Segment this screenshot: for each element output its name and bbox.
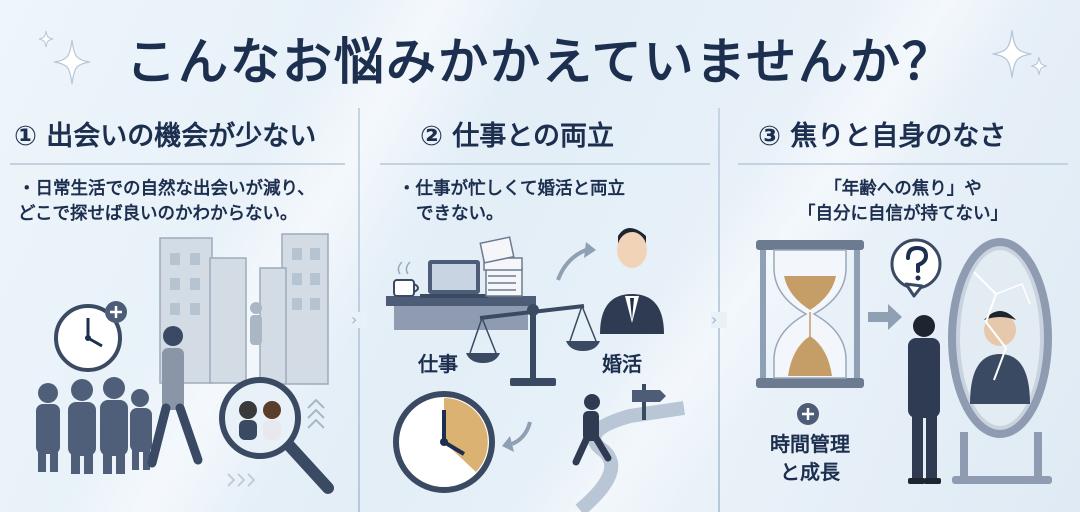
anxiety-illustration (756, 238, 1052, 484)
clock-icon (393, 391, 495, 493)
signpost-icon (632, 384, 666, 420)
arrow-icon (868, 304, 902, 330)
chevron-right-icon (227, 473, 256, 487)
section-description: ・仕事が忙しくて婚活と両立 できない。 (398, 179, 625, 224)
section-description: ・日常生活での自然な出会いが減り、 どこで探せば良いのかわからない。 (18, 179, 315, 224)
chevron-right-icon: › (711, 312, 727, 328)
plus-icon (797, 403, 819, 425)
walking-person-icon (572, 394, 612, 466)
sparkle-icon (1031, 57, 1047, 75)
dejected-person-icon (908, 315, 941, 484)
time-management-label: 時間管理 と成長 (770, 432, 850, 484)
coffee-icon (393, 261, 419, 297)
sparkle-icon (38, 30, 54, 48)
laptop-icon (420, 260, 488, 298)
section-anxiety: ③ 焦りと自身のなさ 「年齢への焦り」や 「自分に自信が持てない」 (738, 108, 1068, 512)
sparkle-icon (992, 30, 1032, 78)
section-work-balance: ② 仕事との両立 ・仕事が忙しくて婚活と両立 できない。 (380, 108, 710, 512)
section-heading: ① 出会いの機会が少ない (10, 108, 345, 165)
section-divider (718, 108, 720, 512)
hourglass-icon (756, 240, 864, 388)
section-encounters: ① 出会いの機会が少ない ・日常生活での自然な出会いが減り、 どこで探せば良いの… (10, 108, 345, 512)
work-label: 仕事 (418, 352, 458, 376)
magnifier-icon (219, 377, 334, 494)
plus-icon (105, 301, 127, 323)
documents-icon (479, 236, 523, 297)
buildings-icon (159, 233, 329, 385)
section-heading: ② 仕事との両立 (380, 108, 710, 165)
desk-icon (386, 296, 536, 330)
mirror-icon (948, 238, 1052, 484)
chevron-right-icon: › (351, 312, 367, 328)
page-title: こんなお悩みかかえていませんか？ (126, 33, 954, 91)
clock-icon (54, 304, 122, 372)
distant-person-icon (250, 302, 262, 345)
scale-icon (466, 304, 600, 386)
businessman-icon (600, 228, 664, 334)
arrow-icon (502, 421, 532, 452)
question-icon (890, 238, 942, 298)
sparkle-icon (53, 39, 91, 85)
section-divider (358, 108, 360, 512)
section-heading: ③ 焦りと自身のなさ (738, 108, 1068, 165)
crowd-icon (36, 377, 152, 474)
walking-person-icon (147, 326, 203, 468)
section-description: 「年齢への焦り」や 「自分に自信が持てない」 (798, 179, 1008, 224)
encounters-illustration (36, 233, 334, 494)
arrow-icon (556, 242, 596, 281)
konkatsu-label: 婚活 (602, 352, 642, 376)
chevron-up-icon (307, 398, 325, 429)
work-balance-illustration (386, 228, 686, 512)
